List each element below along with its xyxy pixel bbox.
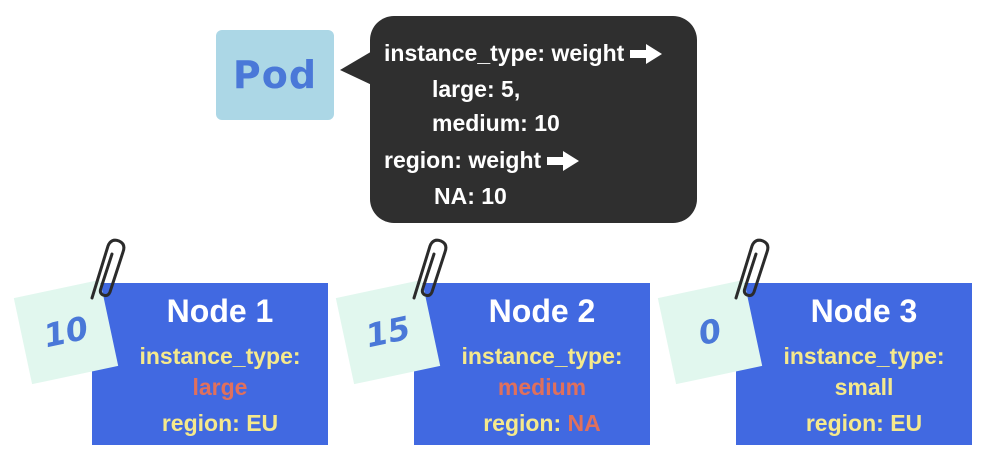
node-score: 15: [362, 308, 414, 356]
node-instance-type-value: small: [834, 374, 894, 400]
region-weight-header: region: weight: [384, 147, 542, 173]
node-instance-type-key: instance_type:: [783, 343, 945, 369]
node-2-card: Node 2 instance_type: medium region: NA: [414, 283, 650, 445]
node-3-card: Node 3 instance_type: small region: EU: [736, 283, 972, 445]
node-region-key: region:: [483, 410, 562, 436]
pod-affinity-bubble: instance_type: weight large: 5, medium: …: [370, 16, 697, 223]
node-title: Node 1: [166, 293, 274, 329]
paperclip-icon: [412, 238, 448, 300]
node-region-row: region: EU: [736, 410, 972, 437]
node-instance-type-key: instance_type:: [461, 343, 623, 369]
node-1-card: Node 1 instance_type: large region: EU: [92, 283, 328, 445]
node-title: Node 3: [810, 293, 918, 329]
node-region-key: region:: [161, 410, 240, 436]
node-region-row: region: EU: [92, 410, 328, 437]
node-instance-type-key: instance_type:: [139, 343, 301, 369]
region-weight-na: NA: 10: [434, 183, 507, 209]
instance-type-weight-header: instance_type: weight: [384, 40, 625, 66]
paperclip-icon: [90, 238, 126, 300]
node-region-value: NA: [567, 410, 601, 436]
pod-label: Pod: [232, 53, 318, 97]
instance-type-weight-row: instance_type: weight: [384, 40, 663, 67]
node-region-key: region:: [805, 410, 884, 436]
node-score: 10: [40, 308, 92, 356]
node-instance-type-value: medium: [497, 374, 587, 400]
node-score: 0: [695, 311, 725, 353]
speech-bubble-tail: [340, 50, 374, 86]
node-region-value: EU: [890, 410, 923, 436]
paperclip-icon: [734, 238, 770, 300]
node-region-value: EU: [246, 410, 279, 436]
instance-type-weight-medium: medium: 10: [432, 110, 560, 136]
node-title: Node 2: [488, 293, 596, 329]
region-weight-row: region: weight: [384, 147, 580, 174]
instance-type-weight-large: large: 5,: [432, 76, 521, 102]
node-instance-type-value: large: [192, 374, 248, 400]
node-region-row: region: NA: [414, 410, 650, 437]
pod-box: Pod: [216, 30, 334, 120]
right-arrow-icon: [630, 43, 663, 64]
right-arrow-icon: [547, 150, 580, 171]
